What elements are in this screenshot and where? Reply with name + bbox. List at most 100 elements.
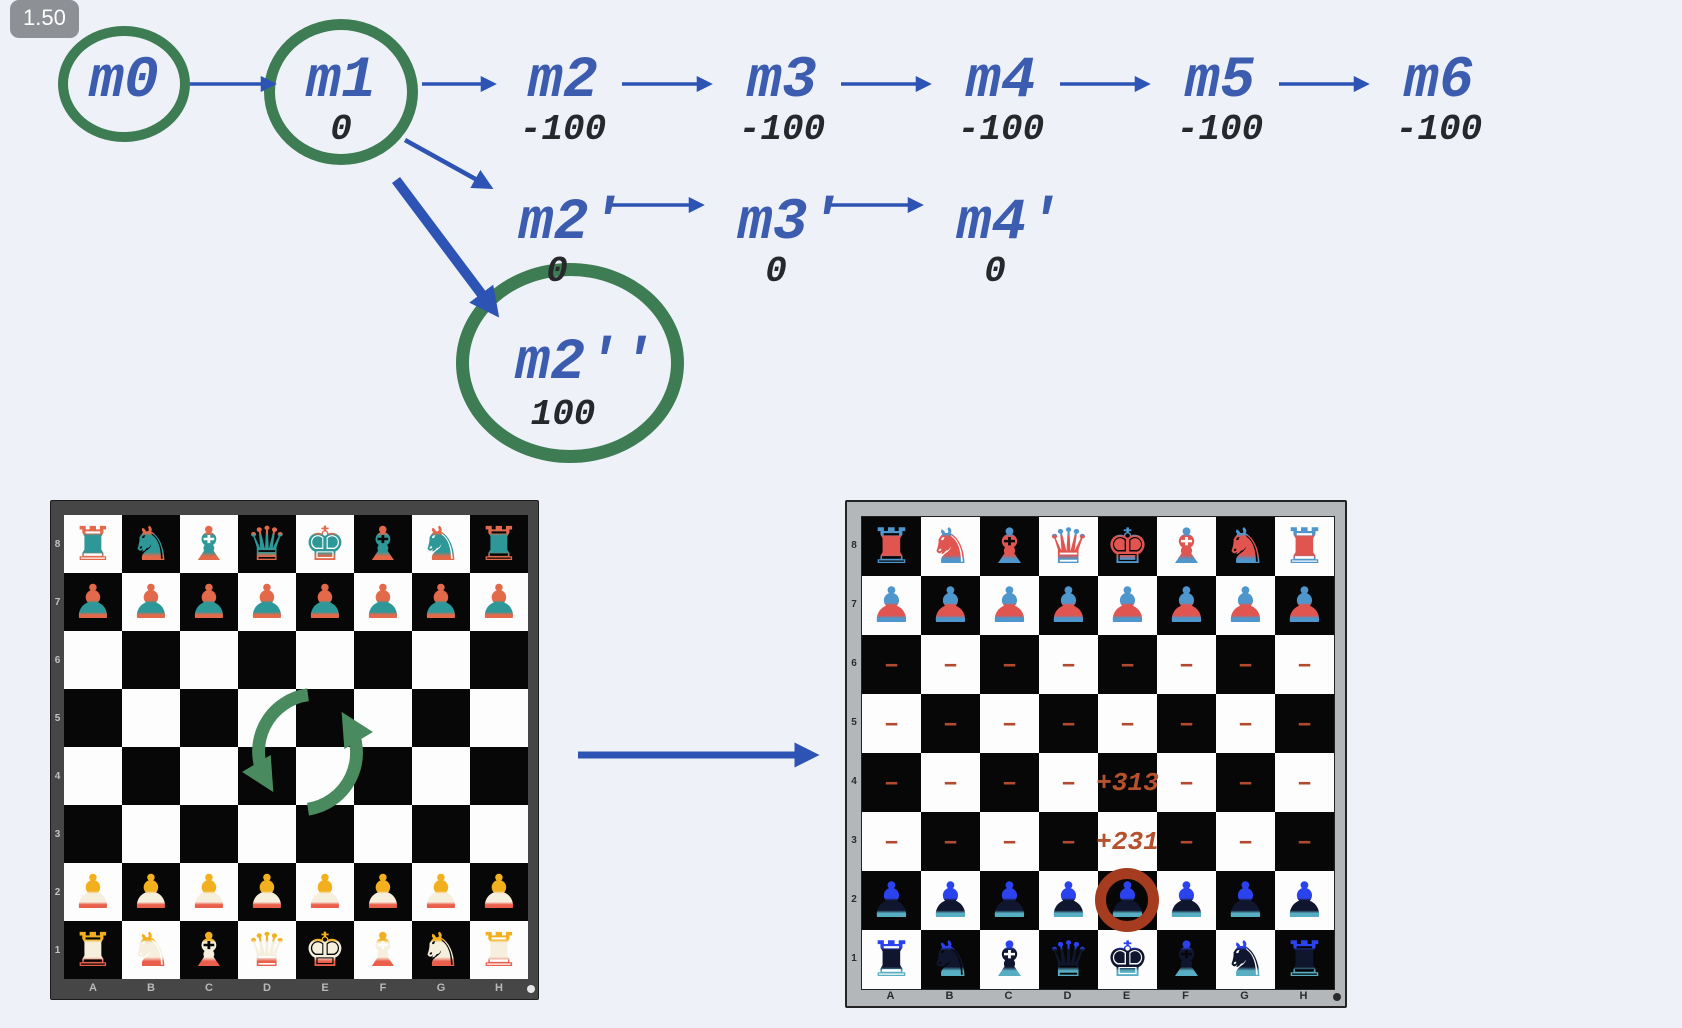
square-c4 (180, 747, 238, 805)
square-c7: ♟ (980, 576, 1039, 635)
piece-P: ♟ (361, 864, 405, 920)
square-f1: ♝ (354, 921, 412, 979)
square-g3: – (1216, 812, 1275, 871)
square-h7: ♟ (1275, 576, 1334, 635)
piece-P: ♟ (928, 872, 973, 929)
square-d6: – (1039, 635, 1098, 694)
file-label: E (321, 982, 329, 994)
square-h7: ♟ (470, 573, 528, 631)
node-label: m1 (306, 49, 376, 114)
square-g6: – (1216, 635, 1275, 694)
node-label: m0 (89, 49, 159, 114)
cycle-arc-right (306, 711, 374, 816)
piece-p: ♟ (987, 577, 1032, 634)
dash-mark: – (1001, 826, 1018, 857)
piece-B: ♝ (987, 931, 1032, 988)
piece-p: ♟ (187, 574, 231, 630)
piece-p: ♟ (1282, 577, 1327, 634)
board-corner-dot (1333, 993, 1341, 1001)
piece-R: ♜ (1282, 931, 1327, 988)
square-g2: ♟ (412, 863, 470, 921)
rank-label: 1 (851, 953, 857, 964)
square-d4: – (1039, 753, 1098, 812)
node-label: m3′ (737, 191, 843, 256)
piece-Q: ♛ (1046, 931, 1091, 988)
rank-label: 6 (54, 654, 61, 666)
dash-mark: – (1296, 649, 1313, 680)
square-f8: ♝ (1157, 517, 1216, 576)
square-c2: ♟ (980, 871, 1039, 930)
node-label: m5 (1185, 49, 1255, 114)
square-b4: – (921, 753, 980, 812)
piece-p: ♟ (1105, 577, 1150, 634)
file-label: A (89, 982, 97, 994)
tree-node-m2: m2 -100 (520, 52, 606, 148)
square-e3: +231 (1096, 812, 1159, 871)
node-label: m4′ (956, 191, 1062, 256)
dash-mark: – (883, 767, 900, 798)
piece-r: ♜ (869, 518, 914, 575)
file-label: D (1063, 990, 1072, 1002)
square-b6 (122, 631, 180, 689)
square-f7: ♟ (1157, 576, 1216, 635)
square-c8: ♝ (980, 517, 1039, 576)
rank-label: 6 (851, 658, 857, 669)
arrow-m1-chosen (392, 177, 500, 318)
dash-mark: – (1060, 767, 1077, 798)
node-label: m2 (528, 49, 598, 114)
square-a1: ♜ (64, 921, 122, 979)
piece-r: ♜ (477, 516, 521, 572)
dash-mark: – (883, 826, 900, 857)
square-f7: ♟ (354, 573, 412, 631)
square-h6 (470, 631, 528, 689)
square-e3 (296, 805, 354, 863)
piece-p: ♟ (1223, 577, 1268, 634)
tree-node-m4: m4 -100 (958, 52, 1044, 148)
square-c5: – (980, 694, 1039, 753)
square-h4 (470, 747, 528, 805)
square-e7: ♟ (1098, 576, 1157, 635)
arrow-m1-altline (403, 138, 494, 190)
piece-P: ♟ (71, 864, 115, 920)
square-a8: ♜ (862, 517, 921, 576)
file-label: F (379, 982, 387, 994)
square-c1: ♝ (180, 921, 238, 979)
square-f4 (354, 747, 412, 805)
piece-N: ♞ (419, 922, 463, 978)
square-h2: ♟ (470, 863, 528, 921)
node-label: m2′′ (515, 331, 655, 396)
node-value: -100 (519, 109, 607, 150)
square-b5 (122, 689, 180, 747)
piece-K: ♚ (1105, 931, 1150, 988)
file-label: F (1182, 990, 1189, 1002)
node-value: 0 (330, 109, 352, 150)
square-d2: ♟ (1039, 871, 1098, 930)
rank-label: 3 (851, 835, 857, 846)
file-label: B (945, 990, 954, 1002)
piece-P: ♟ (245, 864, 289, 920)
square-e7: ♟ (296, 573, 354, 631)
square-b7: ♟ (921, 576, 980, 635)
square-a2: ♟ (64, 863, 122, 921)
node-label: m6 (1404, 49, 1474, 114)
piece-P: ♟ (187, 864, 231, 920)
square-g8: ♞ (1216, 517, 1275, 576)
tree-node-m2-prime: m2′ 0 (519, 194, 623, 290)
piece-p: ♟ (303, 574, 347, 630)
dash-mark: – (1237, 767, 1254, 798)
piece-P: ♟ (129, 864, 173, 920)
square-b1: ♞ (122, 921, 180, 979)
piece-k: ♚ (303, 516, 347, 572)
dash-mark: – (1060, 708, 1077, 739)
square-d6 (238, 631, 296, 689)
square-f2: ♟ (1157, 871, 1216, 930)
piece-n: ♞ (1223, 518, 1268, 575)
square-e2: ♟ (1095, 868, 1159, 932)
highlight-circle-m0 (58, 26, 190, 142)
playback-speed-badge[interactable]: 1.50 (10, 0, 79, 38)
piece-P: ♟ (477, 864, 521, 920)
piece-P: ♟ (1223, 872, 1268, 929)
square-d3 (238, 805, 296, 863)
square-a3: – (862, 812, 921, 871)
rank-label: 8 (54, 538, 61, 550)
